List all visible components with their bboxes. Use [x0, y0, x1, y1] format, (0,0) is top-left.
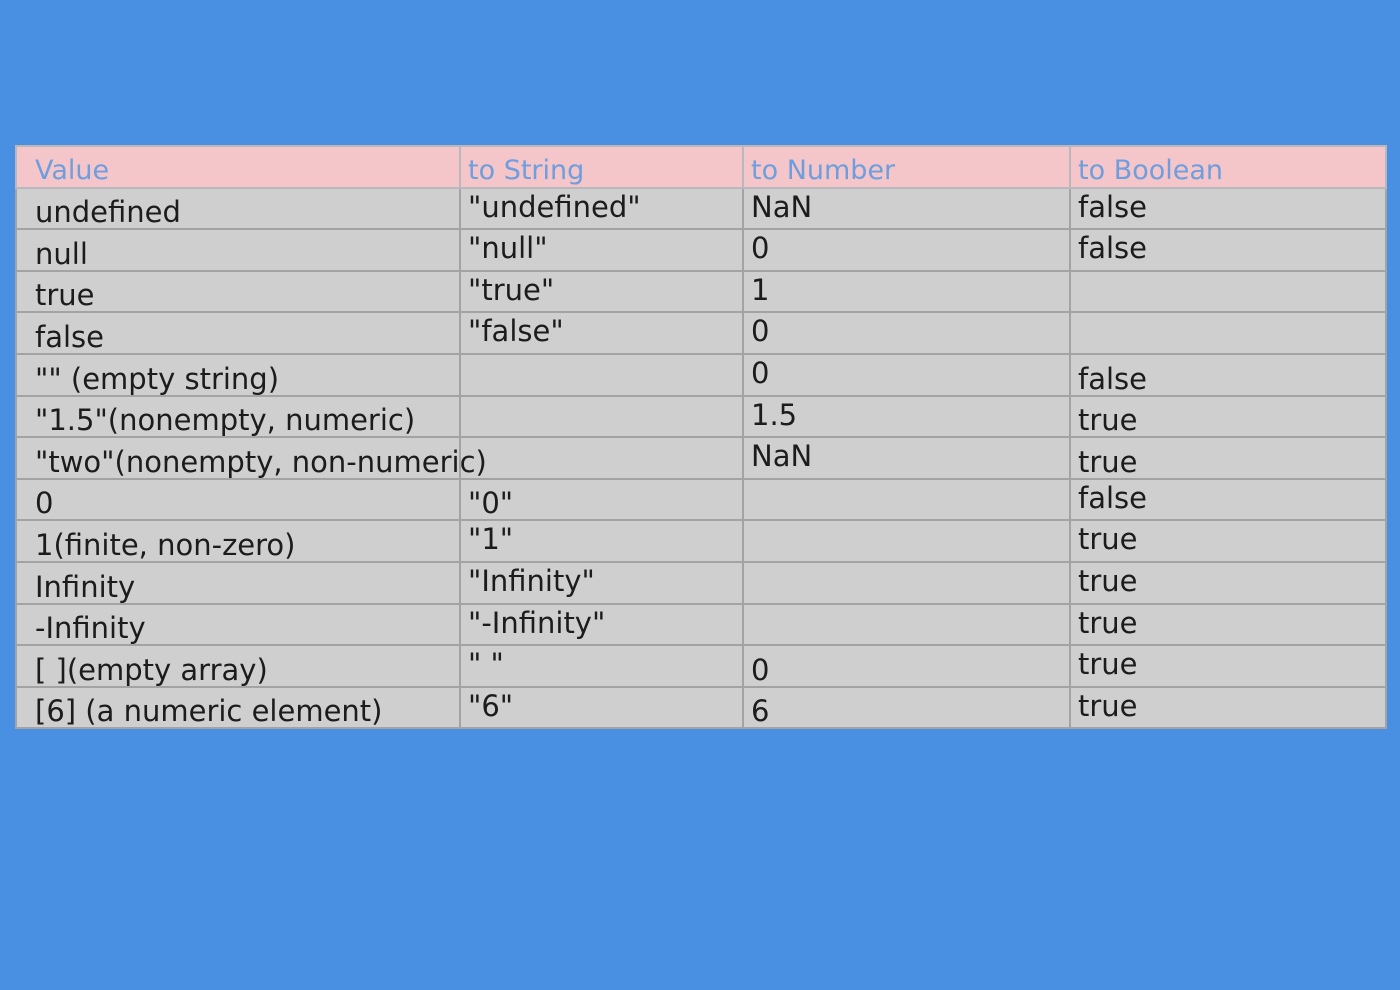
- table-row: true"true"1: [15, 269, 1387, 314]
- cell-to-number: [742, 560, 1071, 605]
- cell-to-string: [459, 352, 744, 397]
- header-row: Value to String to Number to Boolean: [15, 145, 1387, 189]
- cell-value: true: [15, 269, 461, 314]
- cell-to-string: "Infinity": [459, 560, 744, 605]
- cell-to-string: "0": [459, 477, 744, 522]
- cell-value: false: [15, 311, 461, 355]
- cell-to-number: 0: [742, 352, 1071, 397]
- cell-to-number: NaN: [742, 186, 1071, 231]
- cell-to-number: 1.5: [742, 394, 1071, 439]
- cell-value: 0: [15, 477, 461, 522]
- cell-value: "two"(nonempty, non-numeric): [15, 436, 487, 480]
- cell-to-number: 0: [742, 644, 1071, 688]
- cell-to-number: 0: [742, 228, 1071, 272]
- header-to-number: to Number: [742, 145, 1071, 189]
- cell-value: "" (empty string): [15, 352, 461, 397]
- cell-to-string: "6": [459, 685, 744, 730]
- cell-to-string: " ": [459, 644, 744, 688]
- cell-value: 1(finite, non-zero): [15, 519, 461, 563]
- cell-to-string: "false": [459, 311, 744, 355]
- cell-to-boolean: true: [1069, 644, 1387, 688]
- cell-to-boolean: true: [1069, 560, 1387, 605]
- cell-to-number: [742, 602, 1071, 647]
- cell-to-boolean: false: [1069, 352, 1387, 397]
- cell-value: -Infinity: [15, 602, 461, 647]
- cell-to-boolean: true: [1069, 519, 1387, 563]
- table-row: Infinity"Infinity" true: [15, 560, 1387, 605]
- cell-value: undefined: [15, 186, 461, 231]
- cell-to-boolean: true: [1069, 602, 1387, 647]
- cell-to-number: [742, 477, 1071, 522]
- cell-value: null: [15, 228, 461, 272]
- table-row: 0"0" false: [15, 477, 1387, 522]
- cell-to-string: "undefined": [459, 186, 744, 231]
- cell-to-string: "null": [459, 228, 744, 272]
- cell-to-number: 1: [742, 269, 1071, 314]
- cell-to-boolean: true: [1069, 394, 1387, 439]
- cell-to-boolean: [1069, 269, 1387, 314]
- cell-to-boolean: false: [1069, 477, 1387, 522]
- cell-to-boolean: false: [1069, 186, 1387, 231]
- conversion-table: Value to String to Number to Boolean und…: [15, 145, 1387, 730]
- cell-to-string: "true": [459, 269, 744, 314]
- table-row: -Infinity"-Infinity" true: [15, 602, 1387, 647]
- cell-to-number: NaN: [742, 436, 1071, 480]
- cell-to-boolean: true: [1069, 685, 1387, 730]
- cell-to-boolean: [1069, 311, 1387, 355]
- cell-value: "1.5"(nonempty, numeric): [15, 394, 461, 439]
- table-row: false"false"0: [15, 311, 1387, 355]
- header-to-boolean: to Boolean: [1069, 145, 1387, 189]
- cell-to-boolean: true: [1069, 436, 1387, 480]
- cell-to-number: 0: [742, 311, 1071, 355]
- header-value: Value: [15, 145, 461, 189]
- cell-to-string: [459, 394, 744, 439]
- cell-to-boolean: false: [1069, 228, 1387, 272]
- cell-value: [6] (a numeric element): [15, 685, 461, 730]
- cell-to-string: [459, 436, 744, 480]
- table-row: 1(finite, non-zero)"1" true: [15, 519, 1387, 563]
- cell-to-number: 6: [742, 685, 1071, 730]
- cell-to-number: [742, 519, 1071, 563]
- header-to-string: to String: [459, 145, 744, 189]
- cell-value: Infinity: [15, 560, 461, 605]
- cell-value: [ ](empty array): [15, 644, 461, 688]
- cell-to-string: "-Infinity": [459, 602, 744, 647]
- cell-to-string: "1": [459, 519, 744, 563]
